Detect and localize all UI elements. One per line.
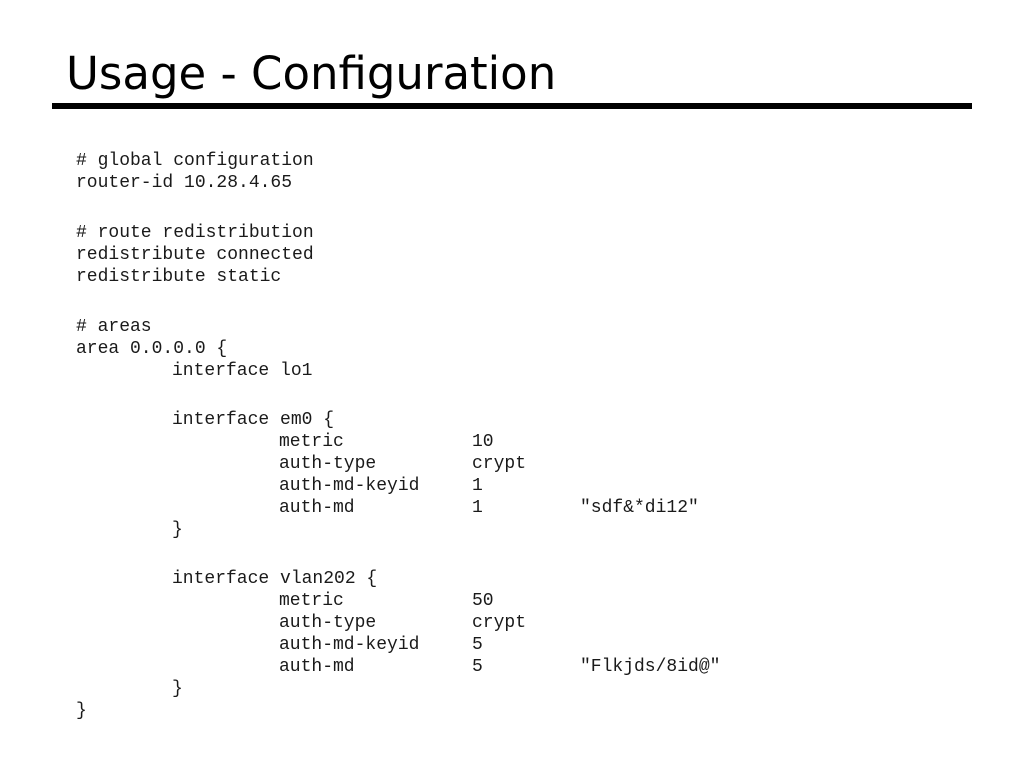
redistribute-connected-line: redistribute connected bbox=[76, 245, 314, 265]
interface-em0-open: interface em0 { bbox=[172, 410, 335, 430]
em0-param-row: auth-md-keyid 1 bbox=[76, 475, 776, 497]
param-extra: "Flkjds/8id@" bbox=[580, 657, 721, 677]
redistribution-comment: # route redistribution bbox=[76, 223, 314, 243]
param-key: auth-type bbox=[279, 613, 377, 633]
param-value: 10 bbox=[472, 432, 494, 452]
em0-param-row: metric 10 bbox=[76, 431, 776, 453]
param-key: auth-md-keyid bbox=[279, 635, 420, 655]
param-key: auth-type bbox=[279, 454, 377, 474]
router-id-line: router-id 10.28.4.65 bbox=[76, 173, 293, 193]
title-divider bbox=[52, 103, 972, 109]
vlan202-param-row: auth-md 5 "Flkjds/8id@" bbox=[76, 656, 776, 678]
vlan202-param-row: metric 50 bbox=[76, 590, 776, 612]
param-key: metric bbox=[279, 591, 344, 611]
vlan202-param-row: auth-type crypt bbox=[76, 612, 776, 634]
param-value: crypt bbox=[472, 613, 527, 633]
em0-param-row: auth-md 1 "sdf&*di12" bbox=[76, 497, 776, 519]
vlan202-param-row: auth-md-keyid 5 bbox=[76, 634, 776, 656]
global-config-comment: # global configuration bbox=[76, 151, 314, 171]
area-open-line: area 0.0.0.0 { bbox=[76, 339, 228, 359]
param-key: auth-md bbox=[279, 498, 355, 518]
param-value: 50 bbox=[472, 591, 494, 611]
interface-vlan202-close: } bbox=[172, 679, 183, 699]
param-value: 5 bbox=[472, 635, 483, 655]
param-key: auth-md bbox=[279, 657, 355, 677]
param-extra: "sdf&*di12" bbox=[580, 498, 699, 518]
interface-vlan202-open: interface vlan202 { bbox=[172, 569, 378, 589]
param-key: metric bbox=[279, 432, 344, 452]
interface-em0-close: } bbox=[172, 520, 183, 540]
redistribute-static-line: redistribute static bbox=[76, 267, 282, 287]
interface-lo1-line: interface lo1 bbox=[172, 361, 313, 381]
areas-comment: # areas bbox=[76, 317, 152, 337]
param-value: 1 bbox=[472, 498, 483, 518]
param-key: auth-md-keyid bbox=[279, 476, 420, 496]
param-value: 5 bbox=[472, 657, 483, 677]
area-close-line: } bbox=[76, 701, 87, 721]
slide-title: Usage - Configuration bbox=[66, 47, 557, 100]
config-code-block: # global configuration router-id 10.28.4… bbox=[76, 0, 976, 768]
param-value: 1 bbox=[472, 476, 483, 496]
em0-param-row: auth-type crypt bbox=[76, 453, 776, 475]
param-value: crypt bbox=[472, 454, 527, 474]
